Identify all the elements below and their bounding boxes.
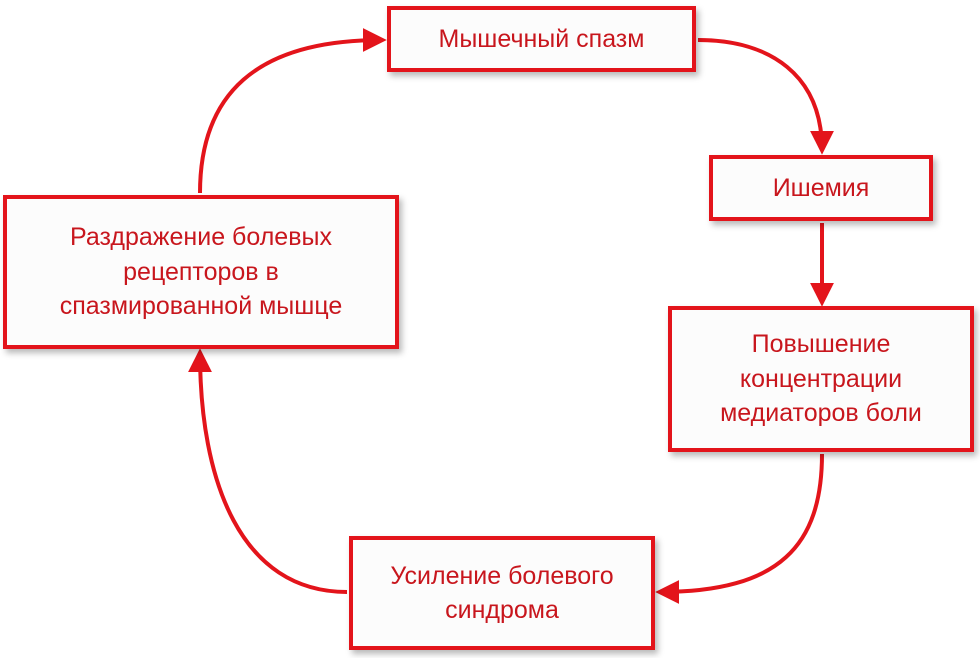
node-pain-syndrome: Усиление болевого синдрома [349, 536, 655, 650]
node-pain-mediators: Повышение концентрации медиаторов боли [668, 306, 974, 452]
node-ischemia: Ишемия [709, 155, 933, 221]
node-pain-receptors-label: Раздражение болевых рецепторов в спазмир… [59, 223, 343, 321]
node-muscle-spasm-label: Мышечный спазм [438, 24, 645, 53]
arrow-spasm-to-ischemia [697, 38, 834, 155]
node-pain-receptors: Раздражение болевых рецепторов в спазмир… [3, 195, 399, 349]
node-pain-syndrome-label: Усиление болевого синдрома [390, 561, 614, 625]
node-pain-mediators-label: Повышение концентрации медиаторов боли [720, 330, 922, 428]
arrow-pain-to-receptors [188, 348, 348, 594]
node-ischemia-label: Ишемия [772, 173, 870, 202]
node-muscle-spasm: Мышечный спазм [387, 6, 696, 72]
arrow-mediators-to-pain [655, 453, 824, 604]
arrow-receptors-to-spasm [198, 28, 387, 194]
